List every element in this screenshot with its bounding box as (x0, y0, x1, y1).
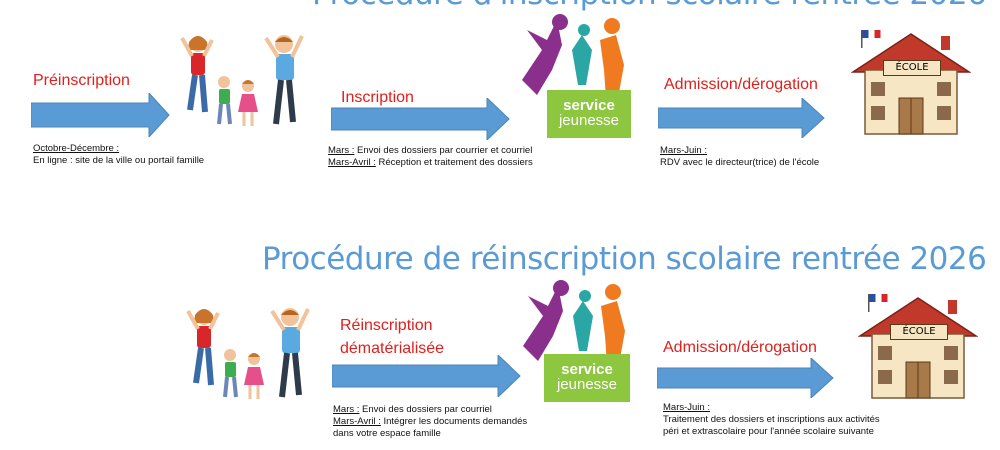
arrow-preinscription (31, 93, 170, 137)
step-label-admission: Admission/dérogation (664, 76, 818, 93)
service-jeunesse-badge: service jeunesse (544, 354, 630, 402)
service-word: service (563, 97, 615, 114)
family-illustration (186, 308, 310, 399)
arrow-inscription (331, 98, 510, 140)
note-admission-bottom: Mars-Juin : Traitement des dossiers et i… (663, 402, 880, 438)
label-line1: Réinscription (340, 317, 433, 334)
jeunesse-word: jeunesse (558, 112, 620, 129)
note-head: Mars-Juin : (660, 145, 707, 156)
note-text: Traitement des dossiers et inscriptions … (663, 414, 880, 425)
note-text: péri et extrascolaire pour l'année scola… (663, 426, 874, 437)
arrow-admission (658, 98, 825, 138)
note-text: Intégrer les documents demandés (380, 416, 528, 427)
arrow-admission-bottom (657, 358, 834, 398)
step-label-admission-bottom: Admission/dérogation (663, 339, 817, 356)
school-illustration: ÉCOLE (851, 28, 971, 136)
service-jeunesse-logo: service jeunesse (512, 10, 640, 138)
note-head: Mars-Juin : (663, 402, 710, 413)
note-text: En ligne : site de la ville ou portail f… (33, 155, 205, 166)
note-admission: Mars-Juin : RDV avec le directeur(trice)… (660, 145, 819, 169)
note-text: dans votre espace famille (333, 428, 441, 439)
note-head: Mars-Avril : (328, 157, 376, 168)
step-label-preinscription: Préinscription (33, 72, 130, 89)
service-word: service (561, 361, 613, 378)
school-illustration: ÉCOLE (858, 292, 978, 400)
family-illustration (180, 35, 304, 126)
step-label-inscription: Inscription (341, 89, 414, 106)
note-text: Envoi des dossiers par courrier et courr… (354, 145, 533, 156)
note-preinscription: Octobre-Décembre : En ligne : site de la… (33, 143, 204, 167)
note-head: Mars : (333, 404, 360, 415)
title-top: Procédure d'inscription scolaire rentrée… (312, 0, 987, 12)
service-jeunesse-badge: service jeunesse (547, 90, 631, 138)
arrow-reinscription (332, 355, 521, 397)
school-sign: ÉCOLE (890, 324, 948, 340)
school-sign: ÉCOLE (883, 60, 941, 76)
note-head: Mars : (328, 145, 355, 156)
service-jeunesse-logo: service jeunesse (513, 276, 641, 402)
note-inscription: Mars : Envoi des dossiers par courrier e… (328, 145, 533, 169)
note-text: RDV avec le directeur(trice) de l'école (660, 157, 820, 168)
jeunesse-word: jeunesse (556, 376, 618, 393)
note-head: Octobre-Décembre : (33, 143, 120, 154)
title-bottom: Procédure de réinscription scolaire rent… (262, 241, 987, 277)
note-text: Réception et traitement des dossiers (375, 157, 533, 168)
label-line2: dématérialisée (340, 340, 445, 357)
step-label-reinscription: Réinscription dématérialisée (340, 314, 444, 360)
note-text: Envoi des dossiers par courriel (359, 404, 492, 415)
note-head: Mars-Avril : (333, 416, 381, 427)
note-reinscription: Mars : Envoi des dossiers par courriel M… (333, 404, 527, 440)
